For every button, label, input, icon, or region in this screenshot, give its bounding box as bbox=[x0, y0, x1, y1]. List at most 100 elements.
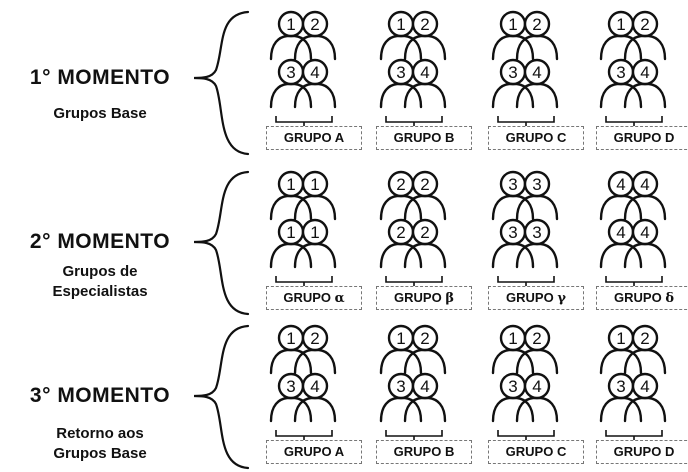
member-number: 2 bbox=[396, 175, 405, 194]
member-number: 3 bbox=[508, 63, 517, 82]
member-number: 4 bbox=[616, 175, 625, 194]
group-label-id: α bbox=[334, 291, 345, 306]
person-icon: 2 bbox=[293, 10, 337, 61]
group-label-id: C bbox=[556, 444, 567, 459]
person-icon: 3 bbox=[379, 58, 423, 109]
person-icon: 3 bbox=[379, 372, 423, 423]
member-number: 2 bbox=[420, 15, 429, 34]
group-label-prefix: GRUPO bbox=[283, 130, 335, 145]
member-number: 3 bbox=[532, 175, 541, 194]
member-number: 2 bbox=[310, 329, 319, 348]
curly-brace bbox=[193, 324, 250, 470]
group-label: GRUPO A bbox=[266, 126, 362, 150]
member-number: 1 bbox=[616, 329, 625, 348]
person-icon: 1 bbox=[269, 218, 313, 269]
person-icon: 2 bbox=[403, 170, 447, 221]
group-label-id: D bbox=[664, 130, 675, 145]
member-number: 1 bbox=[286, 175, 295, 194]
moment-title: 1° MOMENTO bbox=[29, 66, 171, 89]
person-icon: 2 bbox=[623, 10, 667, 61]
member-number: 3 bbox=[396, 377, 405, 396]
person-icon: 2 bbox=[379, 218, 423, 269]
member-number: 4 bbox=[532, 63, 541, 82]
moment-subtitle: Grupos de bbox=[62, 263, 138, 280]
group-label: GRUPO γ bbox=[488, 286, 584, 310]
member-number: 1 bbox=[508, 15, 517, 34]
moment-title: 2° MOMENTO bbox=[29, 230, 171, 253]
moment-title: 3° MOMENTO bbox=[29, 384, 171, 407]
person-icon: 3 bbox=[491, 58, 535, 109]
member-number: 4 bbox=[640, 175, 649, 194]
person-icon: 3 bbox=[491, 218, 535, 269]
moment-subtitle: Grupos Base bbox=[53, 445, 147, 462]
group-label: GRUPO C bbox=[488, 126, 584, 150]
moment-subtitle: Especialistas bbox=[52, 283, 148, 300]
member-number: 4 bbox=[616, 223, 625, 242]
member-number: 1 bbox=[396, 329, 405, 348]
group-label: GRUPO A bbox=[266, 440, 362, 464]
group-label-id: γ bbox=[557, 291, 566, 306]
member-number: 1 bbox=[396, 15, 405, 34]
group-label: GRUPO α bbox=[266, 286, 362, 310]
person-icon: 4 bbox=[623, 218, 667, 269]
person-icon: 2 bbox=[403, 10, 447, 61]
group-label-id: D bbox=[664, 444, 675, 459]
member-number: 2 bbox=[532, 15, 541, 34]
group-label-prefix: GRUPO bbox=[283, 290, 335, 305]
person-icon: 2 bbox=[293, 324, 337, 375]
member-number: 2 bbox=[640, 329, 649, 348]
person-icon: 4 bbox=[623, 170, 667, 221]
member-number: 2 bbox=[420, 175, 429, 194]
group-label-id: C bbox=[556, 130, 567, 145]
member-number: 2 bbox=[532, 329, 541, 348]
person-icon: 4 bbox=[293, 372, 337, 423]
group-label-prefix: GRUPO bbox=[505, 130, 557, 145]
member-number: 1 bbox=[286, 15, 295, 34]
person-icon: 3 bbox=[599, 372, 643, 423]
person-icon: 3 bbox=[515, 170, 559, 221]
member-number: 3 bbox=[396, 63, 405, 82]
person-icon: 2 bbox=[623, 324, 667, 375]
person-icon: 3 bbox=[515, 218, 559, 269]
member-number: 4 bbox=[640, 377, 649, 396]
person-icon: 4 bbox=[403, 58, 447, 109]
person-icon: 2 bbox=[515, 10, 559, 61]
person-icon: 4 bbox=[403, 372, 447, 423]
member-number: 3 bbox=[286, 63, 295, 82]
member-number: 2 bbox=[420, 329, 429, 348]
group-label-id: A bbox=[334, 130, 345, 145]
member-number: 4 bbox=[640, 223, 649, 242]
member-number: 3 bbox=[508, 223, 517, 242]
person-icon: 3 bbox=[269, 58, 313, 109]
person-icon: 2 bbox=[403, 324, 447, 375]
group-label-id: B bbox=[444, 444, 455, 459]
group-label-prefix: GRUPO bbox=[283, 444, 335, 459]
moment-subtitle: Retorno aos bbox=[56, 425, 144, 442]
member-number: 3 bbox=[508, 377, 517, 396]
person-icon: 2 bbox=[515, 324, 559, 375]
member-number: 4 bbox=[532, 377, 541, 396]
group-label-prefix: GRUPO bbox=[393, 444, 445, 459]
person-icon: 1 bbox=[293, 170, 337, 221]
group-label: GRUPO B bbox=[376, 440, 472, 464]
curly-brace bbox=[193, 170, 250, 316]
member-number: 4 bbox=[420, 63, 429, 82]
group-label: GRUPO D bbox=[596, 440, 688, 464]
member-number: 2 bbox=[310, 15, 319, 34]
member-number: 1 bbox=[286, 223, 295, 242]
person-icon: 2 bbox=[379, 170, 423, 221]
curly-brace bbox=[193, 10, 250, 156]
member-number: 2 bbox=[420, 223, 429, 242]
